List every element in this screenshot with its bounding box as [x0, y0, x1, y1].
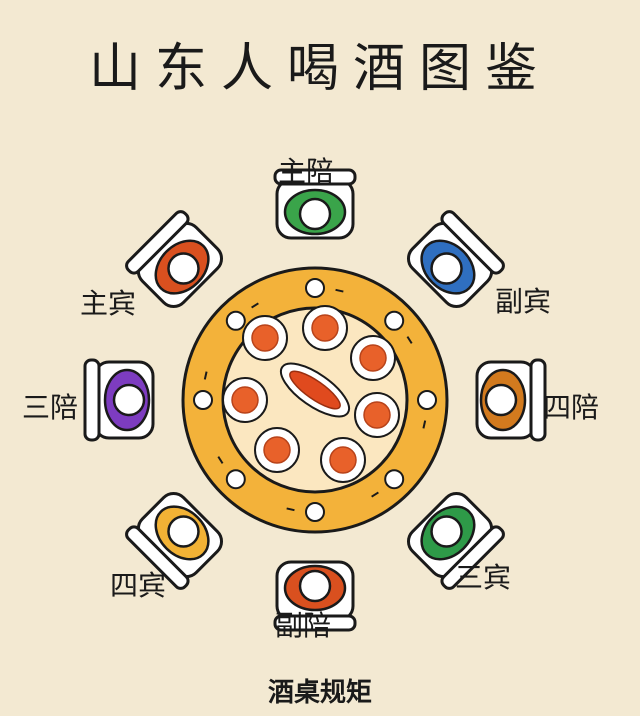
dish-food	[359, 344, 387, 372]
seat-fupei	[273, 560, 357, 632]
chair-back	[273, 168, 357, 186]
seat-label-zhupei: 主陪	[278, 155, 335, 188]
seat-label-sanpei: 三陪	[22, 391, 79, 424]
seat-label-fubin: 副宾	[495, 285, 552, 318]
place-cup	[193, 390, 213, 410]
seat-label-sipei: 四陪	[543, 391, 600, 424]
person-head	[484, 383, 518, 417]
seat-sanbin	[406, 491, 505, 590]
seat-sanpei	[83, 358, 155, 442]
chair-back	[125, 525, 190, 590]
chair-back	[529, 358, 547, 442]
chair-back	[273, 614, 357, 632]
place-chopsticks	[335, 288, 344, 293]
caption: 酒桌规矩	[267, 678, 372, 708]
dish-food	[363, 401, 391, 429]
place-cup	[305, 502, 325, 522]
place-cup	[417, 390, 437, 410]
seat-sibin	[125, 491, 224, 590]
dish-food	[231, 386, 259, 414]
person-head	[298, 569, 332, 603]
fish-dish	[289, 370, 341, 410]
seat-sipei	[475, 358, 547, 442]
chair-back	[125, 210, 190, 275]
page-title: 山东人喝酒图鉴	[88, 39, 551, 99]
place-chopsticks	[286, 507, 295, 512]
dish-food	[251, 324, 279, 352]
person-head	[167, 515, 200, 548]
chair-back	[440, 525, 505, 590]
place-cup	[225, 310, 246, 331]
person-head	[430, 515, 463, 548]
dish-food	[263, 436, 291, 464]
chair-back	[440, 210, 505, 275]
place-cup	[225, 469, 246, 490]
place-chopsticks	[371, 491, 379, 498]
seat-label-fupei: 副陪	[275, 609, 332, 642]
place-chopsticks	[203, 371, 208, 380]
seat-label-zhubin: 主宾	[80, 287, 137, 320]
place-chopsticks	[251, 302, 259, 309]
place-chopsticks	[217, 456, 224, 464]
dish-food	[311, 314, 339, 342]
seat-label-sibin: 四宾	[110, 569, 167, 602]
place-cup	[305, 278, 325, 298]
place-cup	[384, 310, 405, 331]
seat-zhupei	[273, 168, 357, 240]
seat-label-sanbin: 三宾	[455, 561, 512, 594]
place-cup	[384, 469, 405, 490]
person-head	[112, 383, 146, 417]
place-chopsticks	[406, 336, 413, 344]
person-head	[430, 252, 463, 285]
person-head	[167, 252, 200, 285]
seat-zhubin	[125, 210, 224, 309]
person-head	[298, 197, 332, 231]
chair-back	[83, 358, 101, 442]
place-chopsticks	[422, 420, 427, 429]
seat-fubin	[406, 210, 505, 309]
dish-food	[329, 446, 357, 474]
